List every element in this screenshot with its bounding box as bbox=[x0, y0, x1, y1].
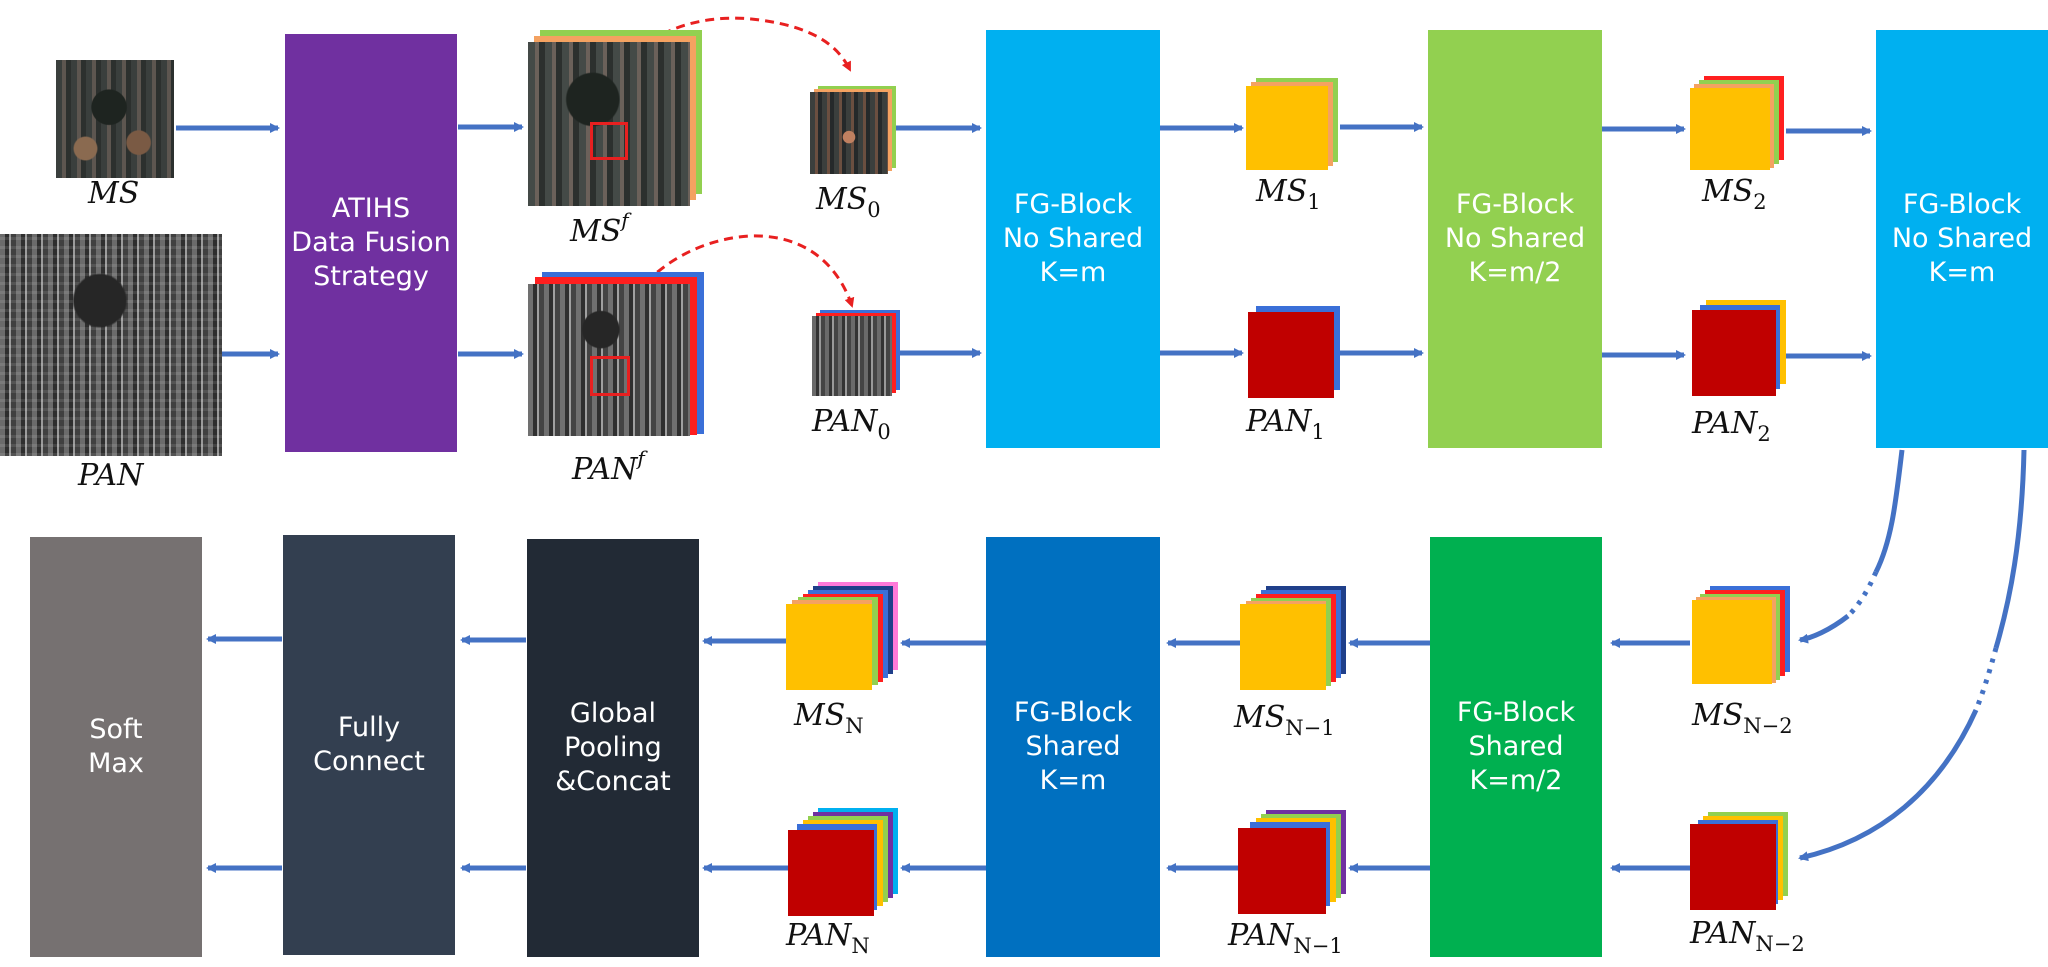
fusion-block: ATIHS Data Fusion Strategy bbox=[285, 34, 457, 452]
label-pan1: PAN1 bbox=[1246, 404, 1325, 444]
msn2-feature-stack bbox=[1692, 586, 1790, 686]
softmax-block: Soft Max bbox=[30, 537, 202, 957]
fg-block-2-text: FG-Block No Shared K=m/2 bbox=[1444, 189, 1586, 288]
fully-connect-block-text: Fully Connect bbox=[313, 712, 425, 777]
panf-stack bbox=[528, 272, 704, 436]
fg-block-1: FG-Block No Shared K=m bbox=[986, 30, 1160, 448]
label-pann1: PANN−1 bbox=[1228, 918, 1343, 958]
label-msn1: MSN−1 bbox=[1234, 700, 1335, 740]
pan-input-image bbox=[0, 234, 222, 456]
pooling-block: Global Pooling &Concat bbox=[527, 539, 699, 957]
pann-feature-stack bbox=[788, 808, 900, 920]
label-ms2: MS2 bbox=[1702, 174, 1767, 214]
label-ms1: MS1 bbox=[1256, 174, 1321, 214]
label-pan2: PAN2 bbox=[1692, 406, 1771, 446]
pan0-image bbox=[812, 316, 892, 396]
msn1-feature-stack bbox=[1240, 586, 1348, 696]
pann2-feature-stack bbox=[1690, 812, 1788, 912]
label-ms0: MS0 bbox=[816, 182, 881, 222]
label-msf: MSf bbox=[570, 208, 629, 249]
panf-zoom-box bbox=[590, 356, 630, 396]
curve-fg3-to-msn2 bbox=[1873, 449, 1905, 574]
label-msn: MSN bbox=[794, 698, 864, 738]
fg-block-4-text: FG-Block Shared K=m/2 bbox=[1456, 697, 1576, 796]
msf-zoom-box bbox=[590, 122, 628, 160]
pooling-block-text: Global Pooling &Concat bbox=[555, 698, 671, 797]
curve-fg3-to-msn2-end bbox=[1798, 614, 1850, 644]
fg-block-5: FG-Block Shared K=m bbox=[986, 537, 1160, 957]
ms-input-image bbox=[56, 60, 174, 178]
pan0-stack bbox=[812, 310, 902, 398]
label-pann2: PANN−2 bbox=[1690, 916, 1805, 956]
ms0-stack bbox=[810, 86, 898, 176]
ms2-feature-stack bbox=[1690, 76, 1786, 172]
ms0-image bbox=[810, 92, 888, 174]
label-pan: PAN bbox=[78, 458, 144, 493]
curve-fg3-to-pann2 bbox=[1993, 449, 2027, 649]
pann1-feature-stack bbox=[1238, 810, 1348, 916]
fg-block-5-text: FG-Block Shared K=m bbox=[1013, 697, 1133, 796]
fg-block-4: FG-Block Shared K=m/2 bbox=[1430, 537, 1602, 957]
ms1-feature-stack bbox=[1246, 78, 1342, 172]
label-msn2: MSN−2 bbox=[1692, 698, 1793, 738]
fg-block-1-text: FG-Block No Shared K=m bbox=[1002, 189, 1144, 288]
pan2-feature-stack bbox=[1692, 300, 1788, 398]
fusion-block-text: ATIHS Data Fusion Strategy bbox=[291, 193, 451, 292]
msn-feature-stack bbox=[786, 582, 900, 694]
label-pann: PANN bbox=[786, 918, 870, 958]
dashed-arrow-msf-to-ms0 bbox=[606, 16, 852, 119]
label-pan0: PAN0 bbox=[812, 404, 891, 444]
panf-image bbox=[528, 284, 690, 436]
curve-fg3-to-pann2-dots bbox=[1973, 647, 1999, 711]
label-ms: MS bbox=[88, 176, 140, 211]
curve-fg3-to-msn2-dots bbox=[1846, 570, 1879, 618]
fg-block-3: FG-Block No Shared K=m bbox=[1876, 30, 2048, 448]
softmax-block-text: Soft Max bbox=[88, 714, 144, 779]
fully-connect-block: Fully Connect bbox=[283, 535, 455, 955]
curve-fg3-to-pann2-end bbox=[1798, 708, 1979, 862]
fg-block-3-text: FG-Block No Shared K=m bbox=[1891, 189, 2033, 288]
label-panf: PANf bbox=[572, 446, 645, 487]
pan1-feature-stack bbox=[1248, 306, 1344, 398]
fg-block-2: FG-Block No Shared K=m/2 bbox=[1428, 30, 1602, 448]
msf-stack bbox=[528, 30, 704, 208]
